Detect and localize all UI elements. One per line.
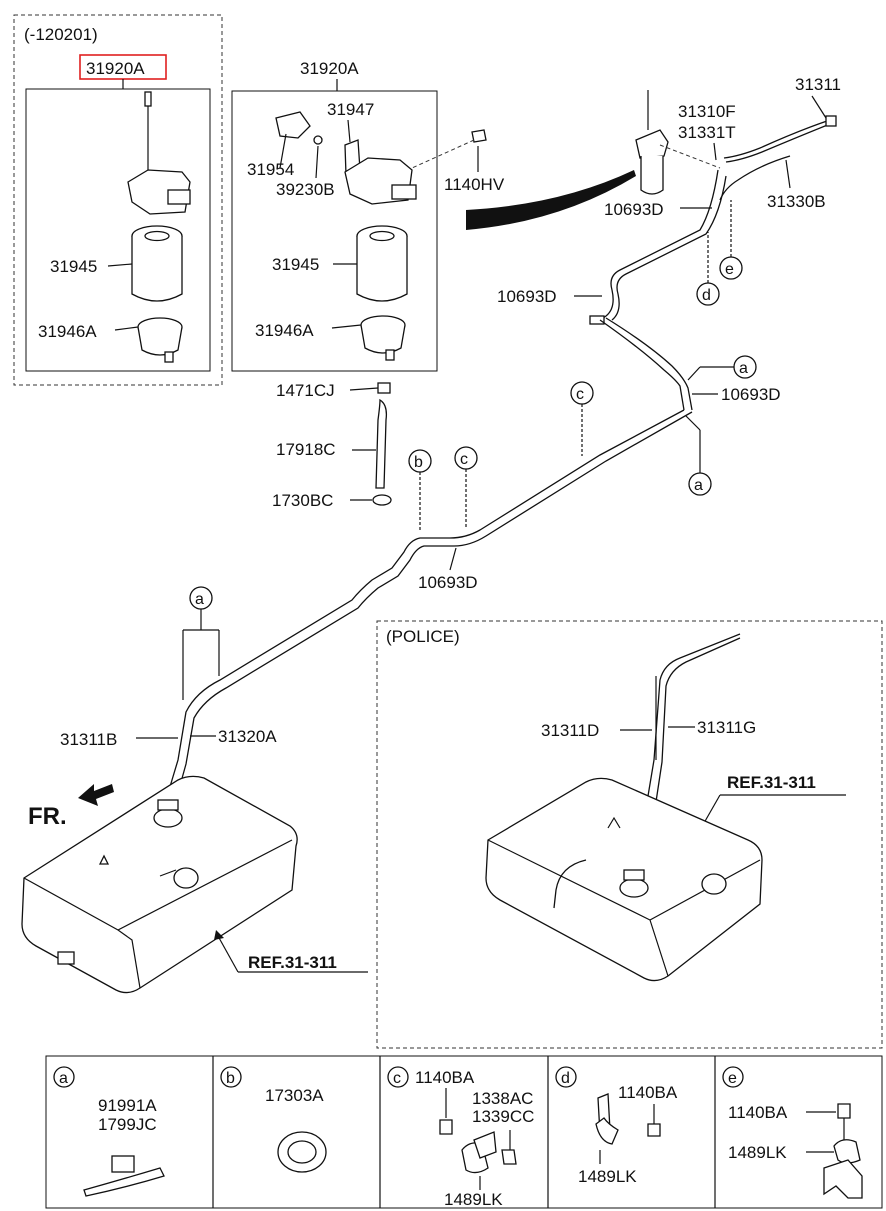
callout-b-label[interactable]: b xyxy=(414,454,423,471)
front-arrow-icon xyxy=(78,784,114,806)
water-bowl-right xyxy=(360,324,406,354)
part-10693D-b: 10693D xyxy=(497,287,557,306)
pointer-wedge xyxy=(466,170,636,230)
legend-key-d: d xyxy=(561,1070,570,1087)
part-31946A-left: 31946A xyxy=(38,322,97,341)
filter-cartridge-right xyxy=(356,236,408,302)
highlighted-part-label[interactable]: 31920A xyxy=(86,59,145,78)
police-title: (POLICE) xyxy=(386,627,460,646)
callout-d-label[interactable]: d xyxy=(702,287,711,304)
callout-c-lower-label[interactable]: c xyxy=(460,451,468,468)
fuel-tank xyxy=(21,775,298,994)
part-31320A: 31320A xyxy=(218,727,277,746)
part-31330B: 31330B xyxy=(767,192,826,211)
part-31946A-right: 31946A xyxy=(255,321,314,340)
clip-e xyxy=(833,1139,861,1164)
legend-d-part-2: 1489LK xyxy=(578,1167,637,1186)
legend-d-part-1: 1140BA xyxy=(618,1083,678,1102)
police-ref-label[interactable]: REF.31-311 xyxy=(727,773,816,792)
legend-cell-b: b 17303A xyxy=(220,1066,327,1173)
legend-key-c: c xyxy=(393,1070,401,1087)
part-10693D-c: 10693D xyxy=(721,385,781,404)
part-31920A-title[interactable]: 31920A xyxy=(300,59,359,78)
part-1471CJ: 1471CJ xyxy=(276,381,335,400)
filter-top-right xyxy=(640,156,664,195)
part-31331T: 31331T xyxy=(678,123,736,142)
part-31311B: 31311B xyxy=(60,730,117,749)
clip-d xyxy=(595,1117,619,1145)
legend-c-part-2: 1338AC xyxy=(472,1089,533,1108)
part-31947: 31947 xyxy=(327,100,374,119)
variant-label: (-120201) xyxy=(24,25,98,44)
part-1140HV: 1140HV xyxy=(444,175,505,194)
legend-e-part-2: 1489LK xyxy=(728,1143,787,1162)
fuel-sender xyxy=(153,808,183,828)
cable-tie xyxy=(83,1167,165,1197)
fuel-tank-group: a 31311B 31320A FR. REF.31-311 xyxy=(21,586,368,994)
legend-cell-c: c 1140BA 1338AC 1339CC 1489LK xyxy=(387,1066,534,1209)
part-39230B: 39230B xyxy=(276,180,335,199)
water-bowl xyxy=(137,326,183,356)
part-17918C: 17918C xyxy=(276,440,336,459)
legend-b-part-1: 17303A xyxy=(265,1086,324,1105)
part-31954: 31954 xyxy=(247,160,294,179)
legend-c-part-4: 1489LK xyxy=(444,1190,503,1209)
hose-17918C xyxy=(375,398,388,489)
bracket-31954 xyxy=(275,111,311,139)
tank-ref-label[interactable]: REF.31-311 xyxy=(248,953,337,972)
legend-a-part-2: 1799JC xyxy=(98,1115,157,1134)
callout-e-label[interactable]: e xyxy=(725,261,734,278)
fuel-lines-group: 31311 31310F 31331T 31330B 10693D 10693D… xyxy=(165,75,841,801)
callout-a-upper-label[interactable]: a xyxy=(739,360,748,377)
part-31945-left: 31945 xyxy=(50,257,97,276)
part-31311D: 31311D xyxy=(541,721,599,740)
legend-a-part-1: 91991A xyxy=(98,1096,157,1115)
front-label: FR. xyxy=(28,803,67,830)
filter-assembly-group: 31920A 31947 31954 39230B 1140HV 31945 3… xyxy=(231,59,505,372)
legend-cell-e: e 1140BA 1489LK xyxy=(722,1066,863,1199)
hose-parts-group: 1471CJ 17918C 1730BC xyxy=(272,381,392,510)
bolt-1140HV xyxy=(471,129,487,143)
filter-cartridge xyxy=(131,236,183,302)
callout-a-mid-label[interactable]: a xyxy=(694,477,703,494)
legend-key-b: b xyxy=(226,1070,235,1087)
part-31310F: 31310F xyxy=(678,102,736,121)
callout-a-lower-label[interactable]: a xyxy=(195,591,204,608)
legend-c-part-1: 1140BA xyxy=(415,1068,475,1087)
police-fuel-sender xyxy=(619,878,649,898)
legend-key-a: a xyxy=(59,1070,68,1087)
legend-cell-d: d 1140BA 1489LK xyxy=(555,1066,678,1186)
part-31311-top: 31311 xyxy=(795,75,841,94)
part-10693D-a: 10693D xyxy=(604,200,664,219)
legend-key-e: e xyxy=(728,1070,737,1087)
part-10693D-d: 10693D xyxy=(418,573,478,592)
part-31311G: 31311G xyxy=(697,718,756,737)
legend-table: a 91991A 1799JC b 17303A c 1140BA 1338AC… xyxy=(45,1055,883,1209)
police-group: (POLICE) 31311D 31311G REF.31-311 xyxy=(376,620,883,1049)
legend-c-part-3: 1339CC xyxy=(472,1107,534,1126)
grommet-1730BC xyxy=(372,494,392,506)
callout-c-upper-label[interactable]: c xyxy=(576,386,584,403)
part-31945-right: 31945 xyxy=(272,255,319,274)
part-1730BC: 1730BC xyxy=(272,491,333,510)
hose-clamp xyxy=(377,382,391,394)
variant-group: (-120201) 31920A 31945 31946A xyxy=(13,14,223,386)
legend-cell-a: a 91991A 1799JC xyxy=(53,1066,165,1197)
legend-e-part-1: 1140BA xyxy=(728,1103,788,1122)
